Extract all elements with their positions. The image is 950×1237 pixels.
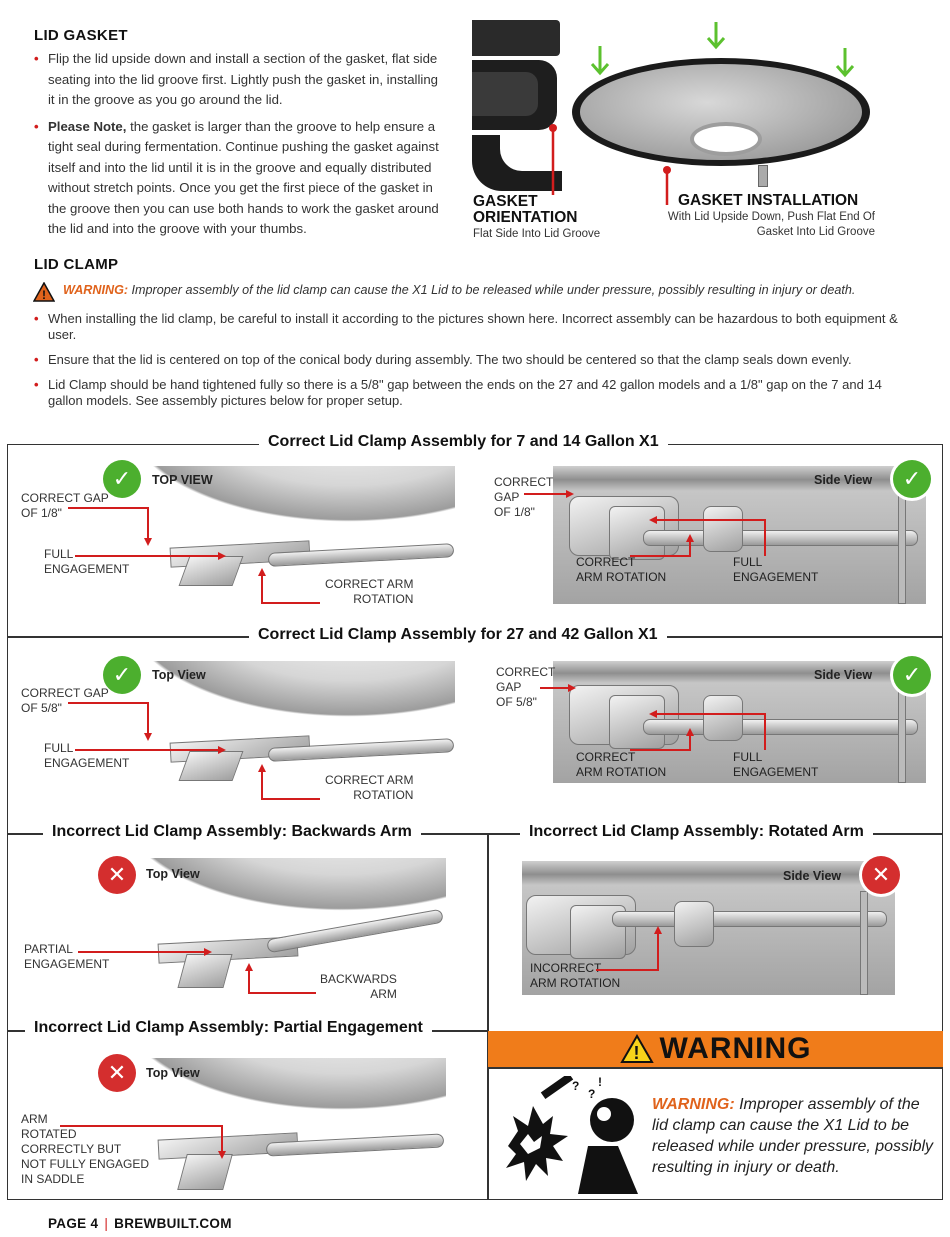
s1-top-check-icon: ✓ — [103, 460, 141, 498]
svg-text:?: ? — [572, 1079, 579, 1093]
warning-banner-text: WARNING — [659, 1032, 812, 1065]
warning-triangle-icon: ! — [33, 282, 55, 302]
s2-top-check-icon: ✓ — [103, 656, 141, 694]
clamp-step-2: Ensure that the lid is centered on top o… — [34, 352, 914, 368]
lid-port — [690, 122, 762, 156]
lid-clamp-heading: LID CLAMP — [34, 256, 119, 273]
s4-side-photo — [522, 861, 895, 995]
clamp-warning: WARNING: Improper assembly of the lid cl… — [63, 283, 856, 297]
svg-text:!: ! — [633, 1043, 640, 1063]
explosion-hazard-icon: ??! — [506, 1076, 638, 1194]
clamp-step-1: When installing the lid clamp, be carefu… — [34, 311, 914, 343]
s1-side-view-label: Side View — [814, 473, 873, 487]
installation-title: GASKET INSTALLATION — [678, 192, 859, 209]
warning-banner-icon: ! — [619, 1034, 654, 1063]
gasket-note-text: the gasket is larger than the groove to … — [48, 118, 439, 237]
section-title-backwards-arm: Incorrect Lid Clamp Assembly: Backwards … — [43, 823, 421, 841]
orientation-subtitle: Flat Side Into Lid Groove — [473, 228, 601, 240]
page-number: PAGE 4 — [48, 1216, 99, 1231]
section-title-rotated-arm: Incorrect Lid Clamp Assembly: Rotated Ar… — [520, 823, 873, 841]
gasket-step-2: Please Note, the gasket is larger than t… — [34, 117, 439, 240]
s5-x-icon: ✕ — [98, 1054, 136, 1092]
s4-side-view-label: Side View — [783, 869, 842, 883]
s2-top-view-label: Top View — [152, 668, 206, 682]
s3-top-view-label: Top View — [146, 867, 200, 881]
lid-gasket-heading: LID GASKET — [34, 27, 128, 44]
s2-top-photo — [100, 661, 455, 787]
s5-top-view-label: Top View — [146, 1066, 200, 1080]
divider-2 — [7, 833, 943, 835]
gasket-profile-image — [472, 20, 562, 191]
section-title-7-14: Correct Lid Clamp Assembly for 7 and 14 … — [259, 433, 668, 451]
s2-side-check-icon: ✓ — [893, 656, 931, 694]
lid-post — [758, 165, 768, 187]
s3-x-icon: ✕ — [98, 856, 136, 894]
s4-x-icon: ✕ — [862, 856, 900, 894]
footer-site[interactable]: BREWBUILT.COM — [114, 1216, 232, 1231]
svg-text:?: ? — [588, 1087, 595, 1101]
s1-side-check-icon: ✓ — [893, 460, 931, 498]
gasket-instructions: Flip the lid upside down and install a s… — [34, 49, 439, 246]
divider-4 — [487, 1067, 943, 1069]
section-title-partial-engagement: Incorrect Lid Clamp Assembly: Partial En… — [25, 1019, 432, 1037]
clamp-instructions: When installing the lid clamp, be carefu… — [34, 311, 914, 415]
section-title-27-42: Correct Lid Clamp Assembly for 27 and 42… — [249, 626, 667, 644]
divider-vertical — [487, 833, 489, 1200]
s1-top-view-label: TOP VIEW — [152, 473, 213, 487]
footer-separator: | — [104, 1216, 109, 1231]
svg-text:!: ! — [598, 1076, 602, 1089]
page-footer: PAGE 4 | BREWBUILT.COM — [48, 1216, 232, 1231]
s2-side-view-label: Side View — [814, 668, 873, 682]
s1-top-photo — [100, 466, 455, 592]
please-note: Please Note, — [48, 118, 127, 134]
warning-box-text: WARNING: Improper assembly of the lid cl… — [652, 1096, 934, 1176]
gasket-step-1: Flip the lid upside down and install a s… — [34, 49, 439, 111]
warning-banner: ! WARNING — [488, 1031, 943, 1067]
clamp-step-3: Lid Clamp should be hand tightened fully… — [34, 377, 914, 409]
svg-text:!: ! — [42, 288, 46, 302]
